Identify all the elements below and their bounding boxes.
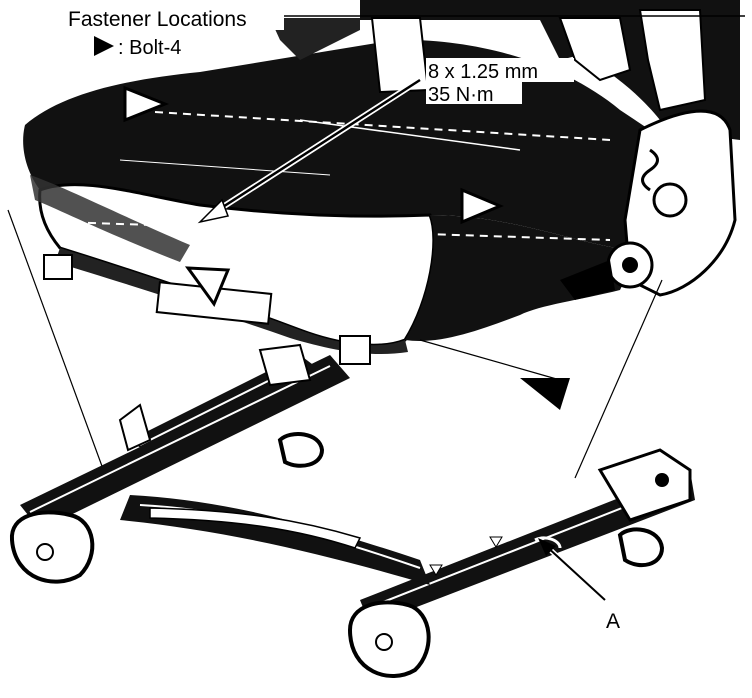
- rail-foot-front-right-hole: [375, 633, 393, 651]
- rail-right-end-bolt: [655, 473, 669, 487]
- seat-back-panel-mid: [558, 17, 632, 82]
- guide-line-right: [574, 279, 663, 479]
- part-a-arrowhead: [538, 538, 556, 556]
- rail-tri-1: [429, 564, 443, 576]
- rail-tri-2: [489, 536, 503, 548]
- rail-foot-rear-right: [617, 527, 665, 568]
- legend-title-bg: [62, 4, 284, 30]
- seat-back-panel-right: [638, 9, 707, 112]
- bolt-marker-4: [520, 378, 570, 410]
- rail-bracket-left-1: [118, 403, 152, 452]
- torque-leader-arrow: [197, 77, 422, 224]
- legend-item-label: : Bolt-4: [118, 37, 181, 59]
- seat-tab-right: [339, 335, 371, 365]
- dashed-axis-mid: [59, 221, 611, 241]
- rail-right-end-bracket: [597, 448, 692, 522]
- dashed-axis-lines: [59, 111, 611, 241]
- rail-left: [20, 355, 350, 530]
- part-a-label: A: [606, 610, 620, 633]
- rail-foot-rear-left: [277, 432, 325, 468]
- part-a-leader: [538, 538, 607, 602]
- bolt-size-bg: [426, 58, 574, 82]
- seat-back-left-trim: [270, 18, 360, 60]
- part-a-leader-line-inner: [544, 544, 606, 601]
- seat-cushion-right-side: [405, 215, 640, 341]
- torque-label: 35 N·m: [428, 84, 494, 106]
- bolt-marker-1: [123, 85, 170, 123]
- seat-cushion: [23, 39, 670, 365]
- seat-cushion-bottom-edge: [55, 248, 408, 355]
- guide-line-left: [7, 209, 111, 489]
- rail-foot-front-left-hole: [36, 543, 54, 561]
- filled-triangle-right-icon: [94, 36, 114, 56]
- bolt-marker-2: [460, 187, 504, 225]
- bolt-size-label: 8 x 1.25 mm: [428, 61, 538, 83]
- torque-arrowhead: [197, 198, 230, 224]
- part-a-slot: [534, 536, 562, 549]
- rail-bracket-left-2: [258, 343, 312, 387]
- seat-texture-left: [30, 175, 190, 262]
- seat-back: [270, 0, 740, 140]
- seat-rail-assembly: [9, 343, 695, 678]
- rail-mid-bar: [149, 507, 362, 549]
- seat-highlight-2: [119, 159, 331, 176]
- guide-line-center: [419, 339, 561, 381]
- recliner-mechanism: [560, 109, 737, 300]
- bolt-marker-3: [184, 266, 231, 308]
- bolt-markers: [123, 85, 570, 410]
- torque-bg: [426, 82, 522, 104]
- rail-right: [360, 470, 695, 625]
- guide-lines: [7, 209, 663, 489]
- recliner-gear-1: [652, 182, 688, 218]
- seat-highlight-1: [299, 119, 521, 151]
- torque-leader-line-inner: [214, 78, 421, 214]
- recliner-gear-2-hub: [622, 257, 638, 273]
- legend-title: Fastener Locations: [68, 8, 247, 31]
- dashed-axis-upper: [154, 111, 611, 141]
- recliner-bracket: [560, 260, 615, 300]
- seat-tab-left: [43, 254, 73, 280]
- recliner-spring: [641, 148, 659, 192]
